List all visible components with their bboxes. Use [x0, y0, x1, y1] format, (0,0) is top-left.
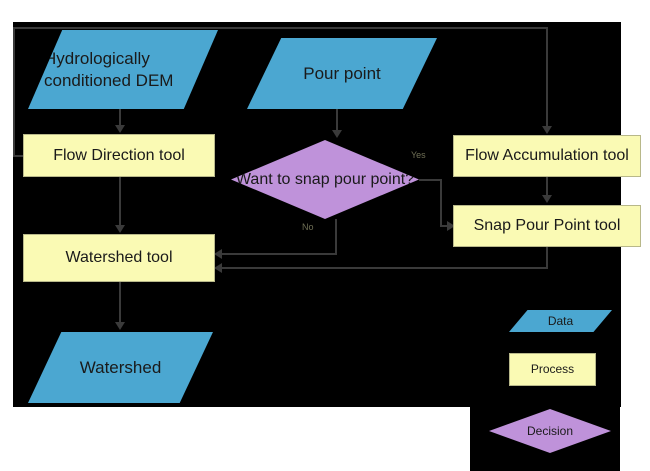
connector-top-rail-to-flowaccumulation [546, 27, 548, 127]
node-flow-direction-tool[interactable]: Flow Direction tool [23, 134, 215, 177]
connector-snappour-horizontal [222, 267, 548, 269]
node-flow-accumulation-tool[interactable]: Flow Accumulation tool [453, 135, 641, 177]
connector-flowdirection-to-watershedtool [119, 177, 121, 227]
node-snap-pour-point-tool[interactable]: Snap Pour Point tool [453, 205, 641, 247]
arrowhead-decision-yes-to-snappour [447, 221, 455, 231]
connector-pourpoint-to-decision [336, 109, 338, 132]
node-watershed[interactable]: Watershed [28, 332, 213, 403]
arrowhead-flowdirection-to-watershedtool [115, 225, 125, 233]
arrowhead-flowaccum-to-snappour [542, 195, 552, 203]
connector-left-rail-vertical [13, 27, 15, 156]
node-pour-point[interactable]: Pour point [247, 38, 437, 109]
arrowhead-decision-no-to-watershedtool [214, 249, 222, 259]
arrowhead-watershedtool-to-watershed [115, 322, 125, 330]
connector-watershedtool-to-watershed [119, 282, 121, 324]
connector-decision-no-vertical [335, 219, 337, 255]
branch-label-yes: Yes [411, 150, 426, 160]
connector-top-rail-horizontal [13, 27, 548, 29]
connector-flowaccum-to-snappour [546, 177, 548, 197]
connector-left-rail-into-flowdirection [13, 155, 25, 157]
connector-dem-to-flowdirection [119, 109, 121, 127]
legend-item-data: Data [509, 310, 612, 332]
legend-item-process: Process [509, 353, 596, 386]
arrowhead-to-flowaccumulation [542, 126, 552, 134]
arrowhead-dem-to-flowdirection [115, 125, 125, 133]
connector-snappour-vertical [546, 247, 548, 269]
connector-decision-yes-horizontal [419, 179, 442, 181]
node-watershed-tool[interactable]: Watershed tool [23, 234, 215, 282]
arrowhead-snappour-to-watershedtool [214, 263, 222, 273]
connector-decision-yes-vertical [440, 179, 442, 226]
node-hydrologically-conditioned-dem[interactable]: Hydrologically conditioned DEM [28, 30, 218, 109]
arrowhead-pourpoint-to-decision [332, 130, 342, 138]
connector-decision-no-horizontal [222, 253, 337, 255]
branch-label-no: No [302, 222, 314, 232]
connector-decision-yes-into-snappour [440, 225, 451, 227]
